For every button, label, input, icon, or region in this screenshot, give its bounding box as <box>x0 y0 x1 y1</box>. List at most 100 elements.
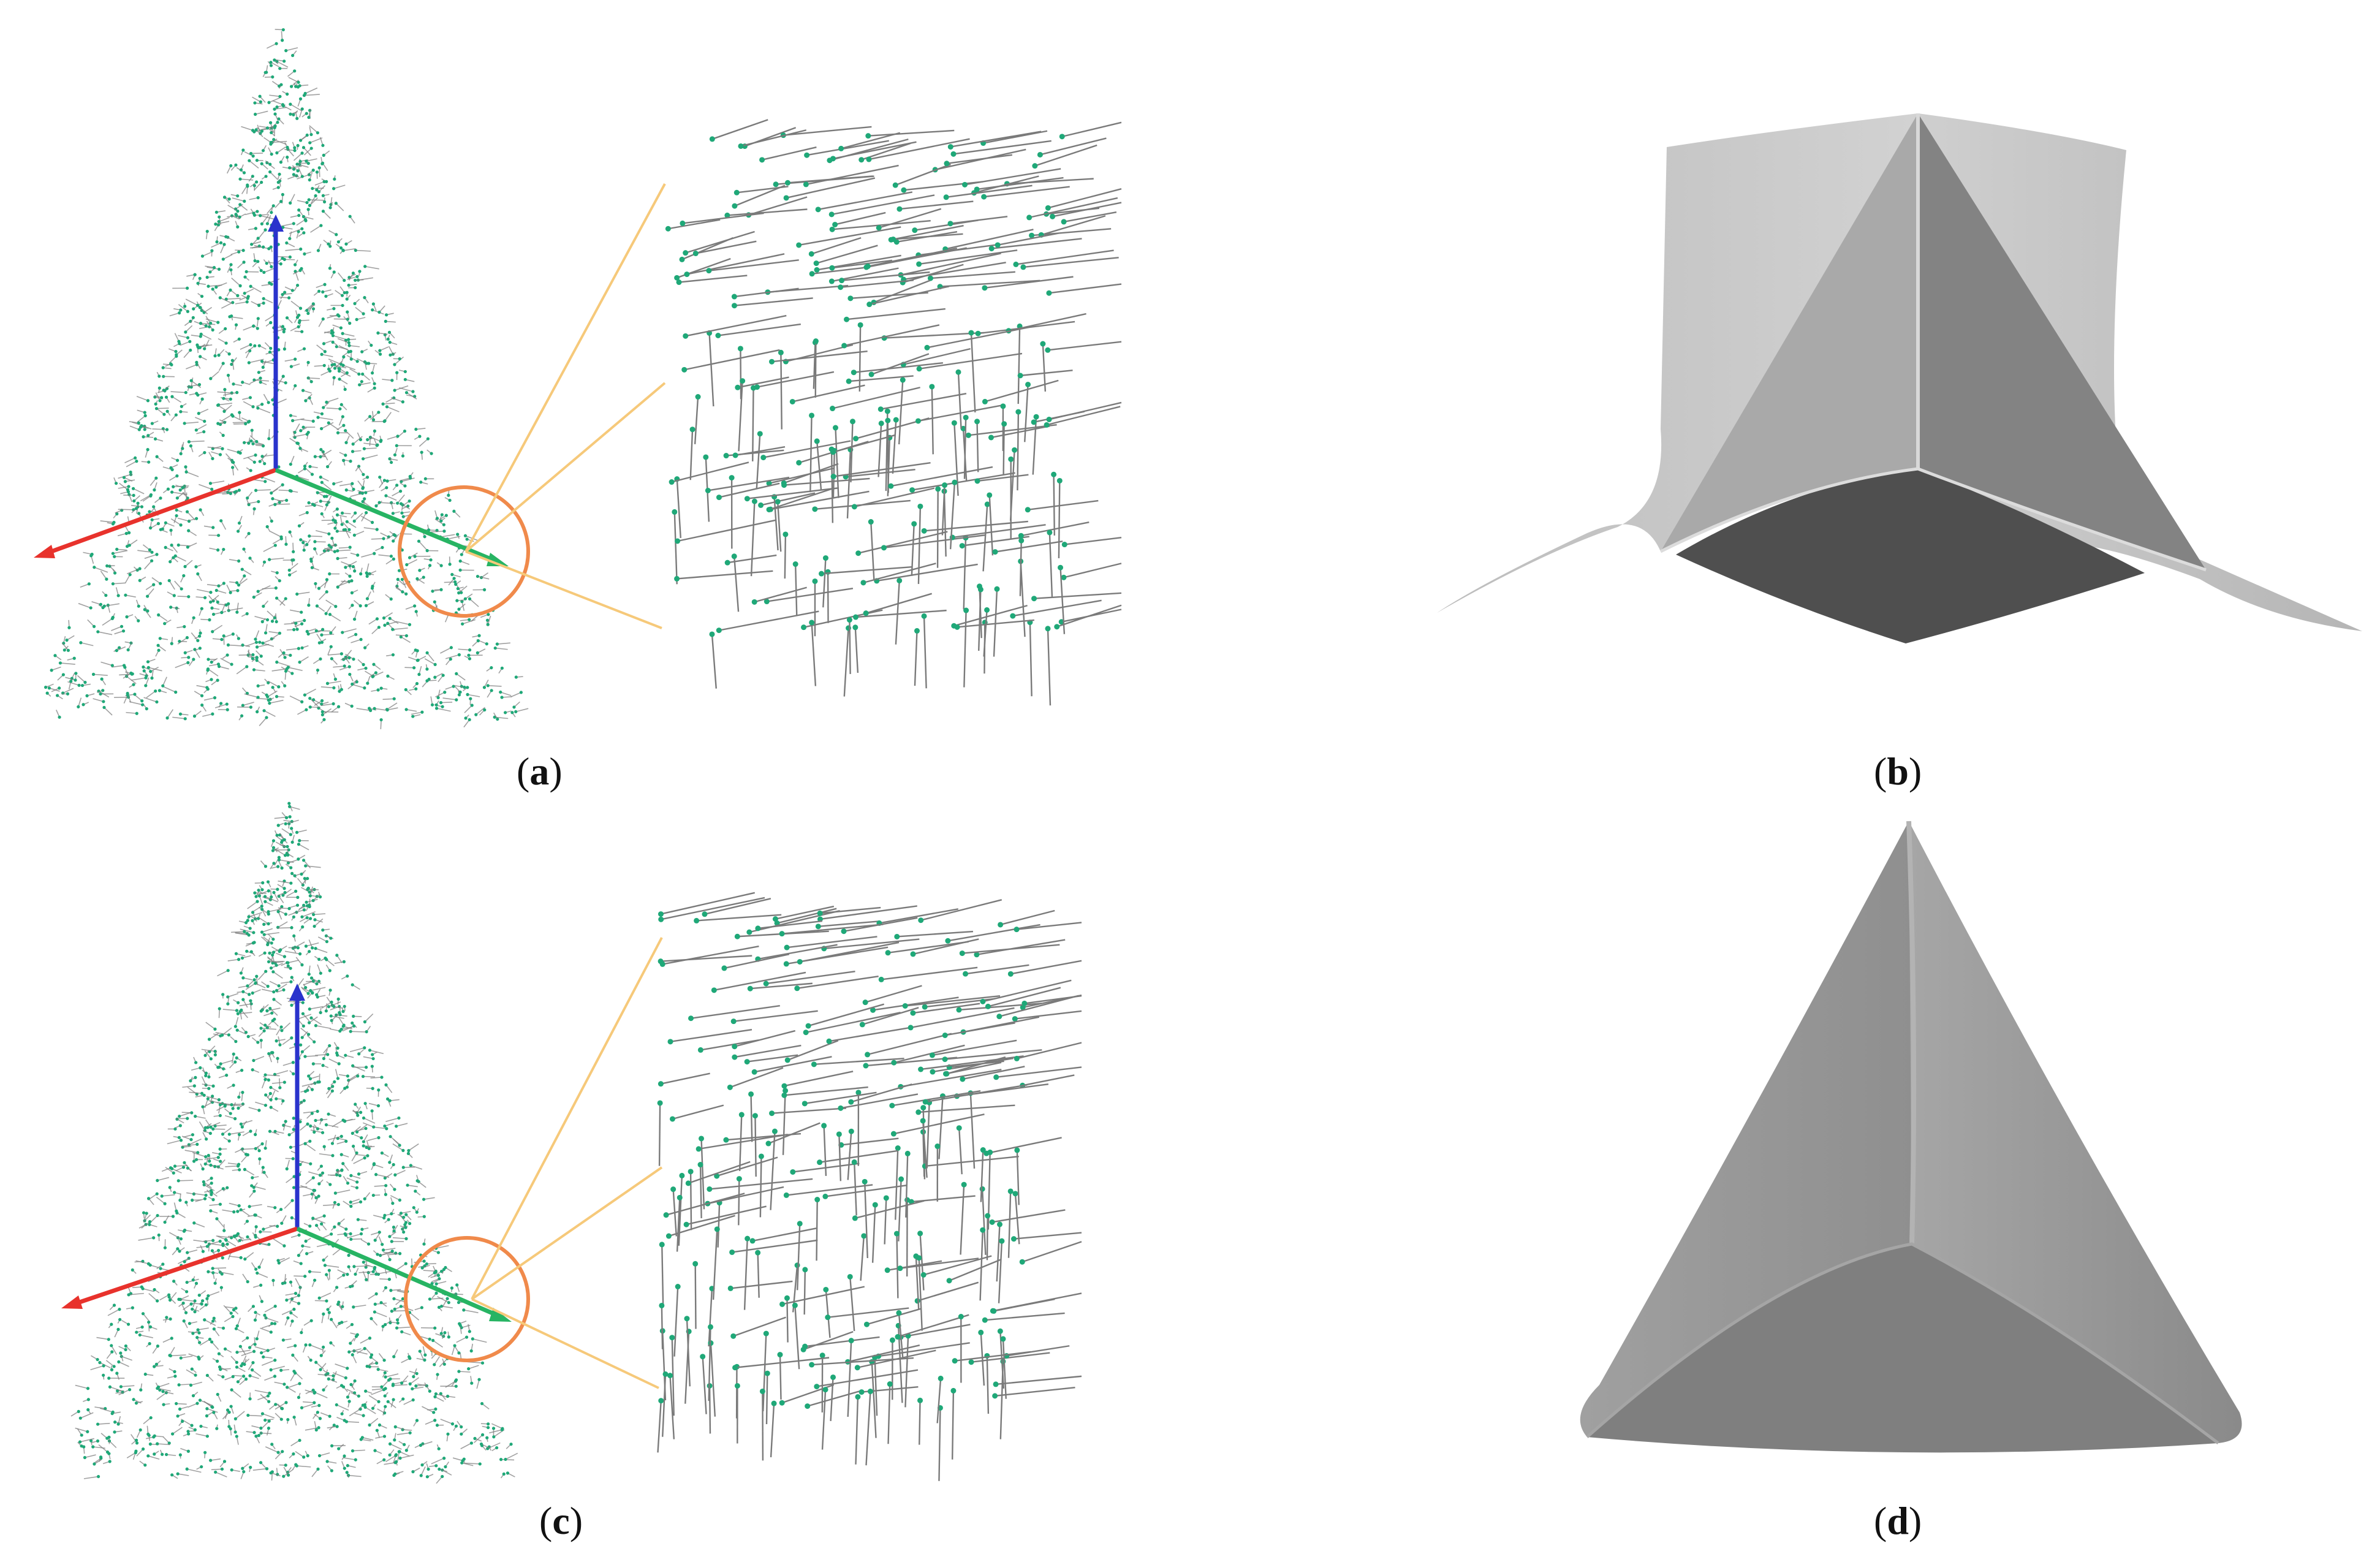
cloud-point <box>271 1278 275 1283</box>
cloud-point <box>439 1392 442 1395</box>
cloud-point <box>175 508 178 512</box>
zoom-normal-segment <box>900 252 1001 276</box>
cloud-point <box>263 865 268 868</box>
cloud-point <box>441 705 444 708</box>
cloud-point <box>126 488 130 491</box>
cloud-point <box>352 1024 356 1028</box>
cloud-point <box>156 643 160 647</box>
cloud-point <box>267 1427 271 1430</box>
cloud-point <box>132 493 135 497</box>
cloud-point <box>116 1422 120 1426</box>
zoom-point <box>813 338 819 344</box>
zoom-normal-segment <box>1024 384 1029 442</box>
cloud-point <box>225 1074 229 1077</box>
zoom-normal-segment <box>1029 197 1118 219</box>
cloud-point <box>281 256 284 260</box>
zoom-normal-segment <box>833 141 917 160</box>
normal-segment <box>411 711 423 715</box>
zoom-point <box>674 275 680 281</box>
normal-segment <box>273 1238 285 1246</box>
normal-segment <box>326 959 335 966</box>
normal-segment <box>317 1373 333 1376</box>
cloud-point <box>210 1177 213 1180</box>
cloud-point <box>205 1245 209 1248</box>
normal-segment <box>311 1190 316 1200</box>
normal-segment <box>347 276 358 280</box>
zoom-normal-segment <box>677 519 777 542</box>
cloud-point <box>184 470 188 474</box>
cloud-point <box>407 499 411 503</box>
cloud-point <box>221 447 224 450</box>
cloud-point <box>102 700 105 703</box>
cloud-point <box>137 512 141 515</box>
cloud-point <box>355 1130 359 1134</box>
cloud-point <box>319 455 322 458</box>
cloud-point <box>129 470 132 474</box>
normal-segment <box>194 649 200 658</box>
normal-segment <box>385 495 397 501</box>
normal-segment <box>266 43 277 49</box>
normal-segment <box>252 1369 262 1377</box>
cloud-point <box>231 1375 235 1379</box>
cloud-point <box>490 666 493 670</box>
cloud-point <box>295 830 299 834</box>
normal-segment <box>339 666 350 671</box>
cloud-point <box>276 1259 280 1262</box>
cloud-point <box>235 610 239 614</box>
zoom-point <box>868 371 874 377</box>
cloud-point <box>401 454 405 458</box>
normal-segment <box>310 1129 323 1134</box>
cloud-point <box>275 695 279 699</box>
cloud-point <box>300 1101 303 1104</box>
cloud-point <box>496 717 499 721</box>
cloud-point <box>172 556 175 559</box>
cloud-point <box>375 444 379 447</box>
cloud-point <box>273 1359 277 1362</box>
cloud-point <box>197 1331 201 1335</box>
normal-segment <box>274 107 287 110</box>
cloud-point <box>143 414 147 417</box>
cloud-point <box>201 1167 205 1171</box>
cloud-point <box>395 484 399 487</box>
cloud-point <box>292 113 295 116</box>
zoom-point <box>828 278 835 284</box>
cloud-point <box>331 340 335 344</box>
normal-segment <box>317 936 327 942</box>
cloud-point <box>249 343 252 347</box>
cloud-point <box>221 1132 225 1136</box>
cloud-point <box>499 1458 503 1462</box>
cloud-point <box>384 313 388 317</box>
cloud-point <box>138 425 143 429</box>
cloud-point <box>247 915 251 919</box>
cloud-point <box>463 685 466 689</box>
cloud-point <box>290 1199 294 1202</box>
cloud-point <box>154 402 157 406</box>
normal-segment <box>65 677 76 681</box>
normal-segment <box>185 298 198 306</box>
normal-segment <box>257 408 271 414</box>
cloud-point <box>355 275 359 278</box>
cloud-point <box>155 455 159 458</box>
cloud-point <box>273 1129 277 1133</box>
cloud-point <box>148 1325 153 1329</box>
cloud-point <box>347 344 351 347</box>
cloud-point <box>194 1075 197 1079</box>
normal-segment <box>262 928 273 933</box>
cloud-point <box>176 1179 180 1183</box>
cloud-point <box>365 1030 368 1034</box>
cloud-point <box>317 166 321 170</box>
cloud-point <box>418 434 422 438</box>
cloud-point <box>340 511 344 515</box>
cloud-point <box>146 594 150 598</box>
cloud-point <box>282 1080 286 1084</box>
cloud-point <box>197 383 202 387</box>
cloud-point <box>141 1287 145 1291</box>
cloud-point <box>366 438 370 442</box>
zoom-point <box>683 250 689 256</box>
cloud-point <box>307 198 311 202</box>
cloud-point <box>265 222 270 226</box>
cloud-point <box>303 252 306 256</box>
cloud-point <box>208 482 213 485</box>
cloud-point <box>306 632 310 636</box>
cloud-point <box>110 1344 113 1348</box>
